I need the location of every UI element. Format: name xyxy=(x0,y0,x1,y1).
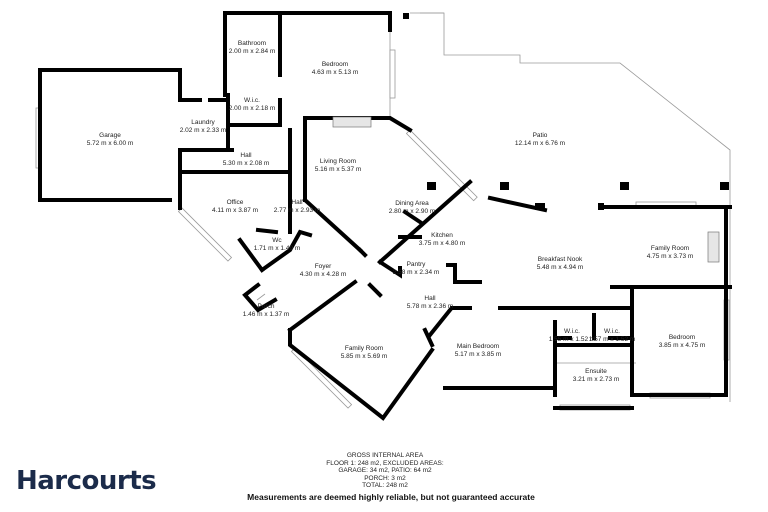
room-name-dining: Dining Area xyxy=(395,200,429,207)
room-dims-main-bedroom: 5.17 m x 3.85 m xyxy=(455,351,502,358)
patio-columns xyxy=(403,13,729,210)
room-dims-bathroom: 2.00 m x 2.84 m xyxy=(229,48,276,55)
room-name-hall-top: Hall xyxy=(240,152,252,159)
room-dims-family-right: 4.75 m x 3.73 m xyxy=(647,253,694,260)
room-dims-bedroom-right: 3.85 m x 4.75 m xyxy=(659,342,706,349)
room-dims-ensuite: 3.21 m x 2.73 m xyxy=(573,376,620,383)
room-name-bedroom-top: Bedroom xyxy=(322,61,348,68)
room-name-hall-low: Hall xyxy=(424,295,436,302)
room-name-living: Living Room xyxy=(320,158,356,165)
room-dims-porch: 1.46 m x 1.37 m xyxy=(243,311,290,318)
room-name-bathroom: Bathroom xyxy=(238,40,266,47)
room-dims-breakfast: 5.48 m x 4.94 m xyxy=(537,264,584,271)
area-line: PORCH: 3 m2 xyxy=(364,474,406,482)
room-name-porch: Porch xyxy=(258,303,275,310)
room-dims-kitchen: 3.75 m x 4.80 m xyxy=(419,240,466,247)
room-dims-patio: 12.14 m x 6.76 m xyxy=(515,140,565,147)
room-name-wic-b: W.i.c. xyxy=(604,328,620,335)
room-dims-office: 4.11 m x 3.87 m xyxy=(212,207,258,214)
area-line: GROSS INTERNAL AREA xyxy=(346,452,424,459)
room-dims-wic-a: 1.55 m x 1.52 m xyxy=(549,336,596,343)
room-dims-laundry: 2.02 m x 2.33 m xyxy=(180,127,227,134)
room-name-wic-top: W.i.c. xyxy=(244,97,260,104)
room-name-wc: Wc xyxy=(272,237,282,244)
room-name-office: Office xyxy=(227,199,244,206)
room-dims-hall-top: 5.30 m x 2.08 m xyxy=(223,160,270,167)
thin-lines xyxy=(256,12,731,402)
room-name-kitchen: Kitchen xyxy=(431,232,453,239)
room-dims-pantry: 2.58 m x 2.34 m xyxy=(393,269,440,276)
room-dims-foyer: 4.30 m x 4.28 m xyxy=(300,271,347,278)
area-line: TOTAL: 248 m2 xyxy=(362,482,408,490)
room-name-patio: Patio xyxy=(533,132,548,139)
room-name-laundry: Laundry xyxy=(191,119,215,126)
room-dims-garage: 5.72 m x 6.00 m xyxy=(87,140,134,147)
room-name-ensuite: Ensuite xyxy=(585,368,607,375)
room-dims-living: 5.16 m x 5.37 m xyxy=(315,166,362,173)
room-name-foyer: Foyer xyxy=(315,263,332,270)
room-name-wic-a: W.i.c. xyxy=(564,328,580,335)
room-dims-hall-mid: 2.77 m x 2.93 m xyxy=(274,207,321,214)
area-line: FLOOR 1: 248 m2, EXCLUDED AREAS: xyxy=(326,459,444,467)
room-dims-family-low: 5.85 m x 5.69 m xyxy=(341,353,388,360)
room-name-main-bedroom: Main Bedroom xyxy=(457,343,499,350)
room-name-breakfast: Breakfast Nook xyxy=(538,256,583,263)
room-name-family-right: Family Room xyxy=(651,245,689,252)
room-dims-dining: 2.80 m x 2.90 m xyxy=(389,208,436,215)
room-name-family-low: Family Room xyxy=(345,345,383,352)
room-dims-bedroom-top: 4.63 m x 5.13 m xyxy=(312,69,359,76)
area-summary: GROSS INTERNAL AREA FLOOR 1: 248 m2, EXC… xyxy=(260,452,510,490)
room-dims-wc: 1.71 m x 1.49 m xyxy=(254,245,301,252)
room-name-pantry: Pantry xyxy=(407,261,427,268)
room-dims-wic-top: 2.00 m x 2.18 m xyxy=(229,105,276,112)
disclaimer: Measurements are deemed highly reliable,… xyxy=(247,492,535,502)
room-dims-hall-low: 5.78 m x 2.36 m xyxy=(407,303,454,310)
area-line: GARAGE: 34 m2, PATIO: 64 m2 xyxy=(338,467,432,475)
brand-logo: Harcourts xyxy=(16,466,157,496)
fireplace xyxy=(332,116,720,263)
room-name-hall-mid: Hall xyxy=(291,199,303,206)
room-name-garage: Garage xyxy=(99,132,121,139)
room-dims-wic-b: 1.57 m x 1.52 m xyxy=(589,336,636,343)
room-name-bedroom-right: Bedroom xyxy=(669,334,695,341)
